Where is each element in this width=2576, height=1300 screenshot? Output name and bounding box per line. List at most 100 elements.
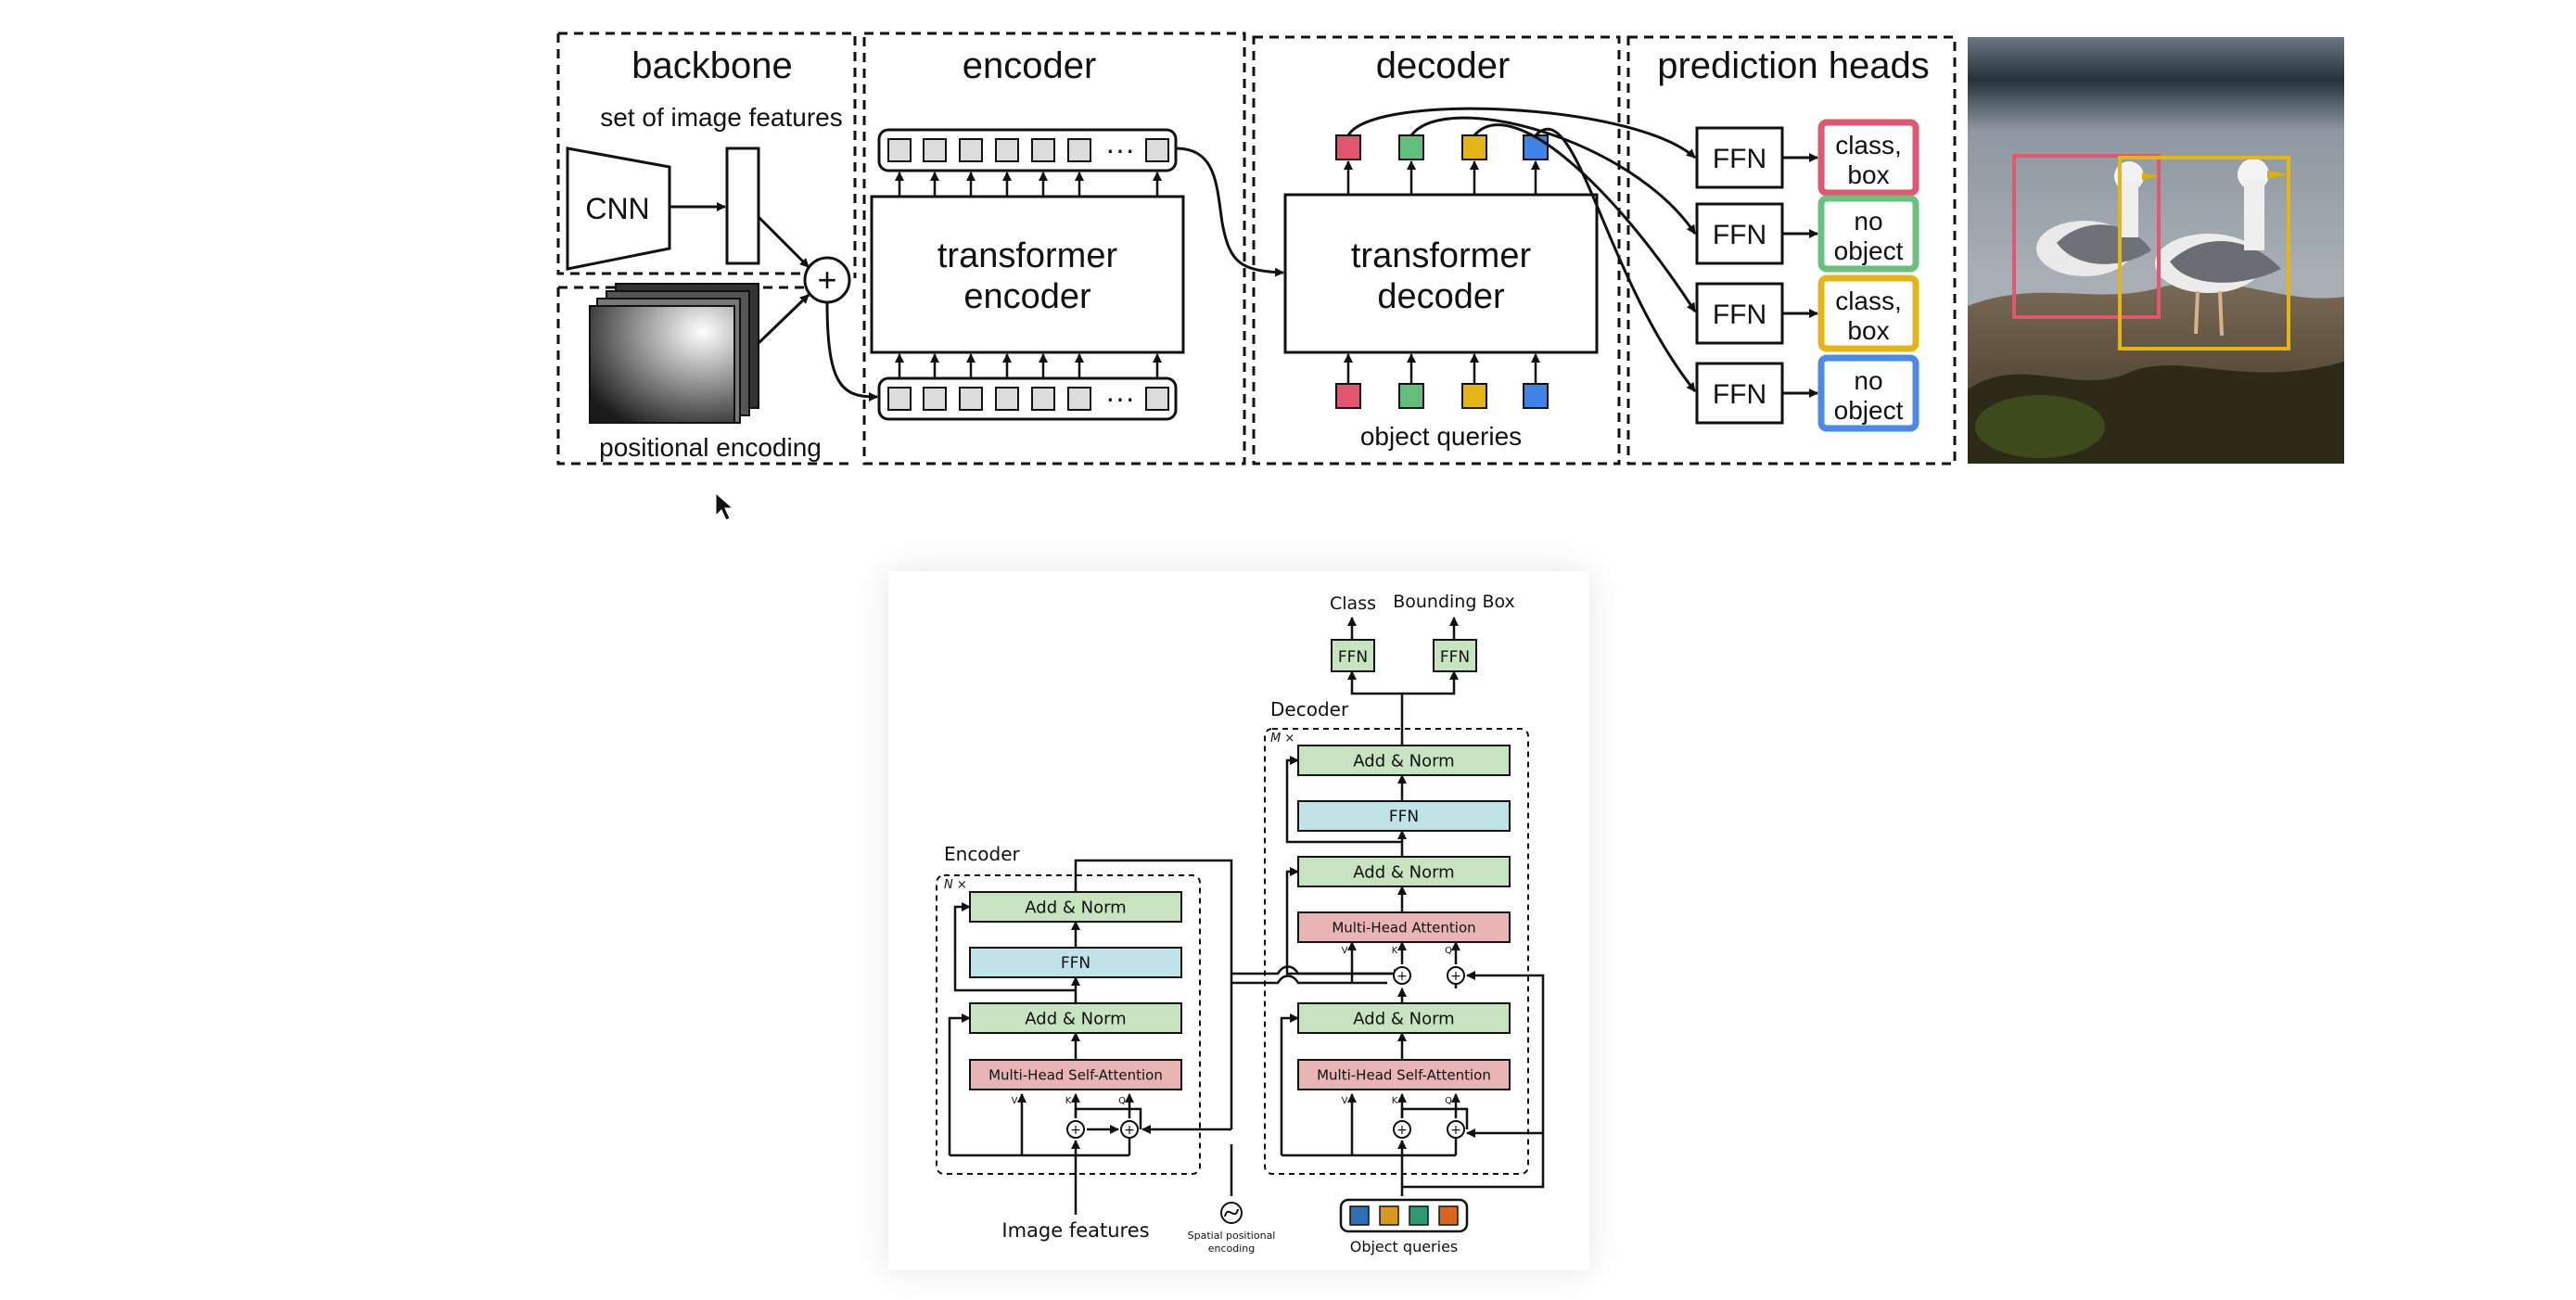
encoder-output-token-5 [1067, 138, 1091, 162]
decoder-ffn-box [1297, 800, 1511, 832]
encoder-input-token-6 [1145, 387, 1169, 411]
encoder-output-token-1 [923, 138, 947, 162]
plus-node-4 [1393, 966, 1411, 985]
positional-encoding-label: positional encoding [599, 433, 822, 462]
decoder-output-embedding-0 [1335, 134, 1361, 160]
mouse-cursor-icon [715, 491, 734, 521]
encoder-output-tokens [887, 138, 1169, 162]
vkq-label-8: Q [1445, 946, 1452, 956]
encoder-input-tokens [887, 387, 1169, 411]
object-query-3 [1523, 383, 1549, 409]
encoder-add-norm-bottom-label: Add & Norm [1025, 1009, 1126, 1028]
encoder-frame [862, 32, 1246, 465]
bottom-object-query-1 [1379, 1205, 1399, 1226]
ffn-label-0: FFN [1713, 144, 1766, 174]
object-query-tokens [1335, 353, 1549, 409]
class-ffn-label: FFN [1338, 648, 1368, 667]
ffn-box-2 [1695, 282, 1784, 345]
set-of-image-features-label: set of image features [600, 103, 842, 132]
encoder-output-arrows [895, 172, 1162, 197]
object-queries-label: object queries [1360, 422, 1522, 451]
encoder-add-norm-top-box [969, 891, 1182, 923]
transformer-encoder-label-1: transformer [937, 236, 1118, 275]
encoder-output-token-3 [995, 138, 1019, 162]
encoder-output-token-0 [887, 138, 912, 162]
section-frames [556, 32, 1957, 465]
detection-box-yellow [2118, 156, 2290, 350]
object-query-squares [1349, 1205, 1459, 1226]
ffn-label-3: FFN [1713, 379, 1766, 410]
bottom-object-query-2 [1409, 1205, 1429, 1226]
decoder-to-ffn-curves [1346, 107, 1697, 392]
vkq-label-3: V [1342, 1096, 1348, 1106]
bbox-ffn-label: FFN [1440, 648, 1470, 667]
object-queries-frame [1339, 1198, 1469, 1233]
plus-node-label-4: + [1396, 969, 1408, 984]
bottom-object-query-3 [1438, 1205, 1459, 1226]
class-ffn-box [1331, 639, 1375, 672]
encoder-input-ellipsis: ··· [1105, 381, 1135, 414]
ffn-box-3 [1695, 362, 1784, 425]
encoder-input-token-5 [1067, 387, 1091, 411]
plus-node-label-0: + [1070, 1123, 1081, 1138]
backbone-frame-inner [556, 33, 816, 275]
encoder-input-tokens-frame [877, 376, 1178, 421]
decoder-self-attention-box [1297, 1059, 1511, 1090]
prediction-label-0-line2: box [1847, 160, 1889, 189]
vkq-label-4: K [1392, 1096, 1398, 1106]
ffn-label-2: FFN [1713, 300, 1766, 330]
vkq-label-6: V [1342, 946, 1348, 956]
prediction-label-3-line2: object [1834, 396, 1904, 425]
encoder-add-norm-top-label: Add & Norm [1025, 898, 1126, 917]
encoder-input-token-1 [923, 387, 947, 411]
backbone-title: backbone [631, 45, 792, 86]
class-output-label: Class [1330, 593, 1376, 614]
prediction-label-2-line2: box [1847, 316, 1889, 345]
m-times-label: M × [1270, 732, 1294, 746]
vkq-label-5: Q [1445, 1096, 1452, 1106]
vkq-label-0: V [1012, 1096, 1018, 1106]
decoder-output-embedding-3 [1523, 134, 1549, 160]
decoder-add-norm-bottom-box [1297, 1002, 1511, 1034]
encoder-input-token-3 [995, 387, 1019, 411]
plus-symbol: + [817, 261, 836, 299]
ffn-box-1 [1695, 202, 1784, 265]
decoder-add-norm-middle-box [1297, 856, 1511, 887]
plus-node-3 [1447, 1120, 1465, 1139]
transformer-encoder-label-2: encoder [963, 277, 1091, 316]
decoder-label: Decoder [1270, 698, 1349, 720]
plus-node-label-2: + [1396, 1123, 1408, 1138]
connector-lines [948, 617, 1545, 1215]
prediction-box-2 [1817, 274, 1919, 352]
decoder-frame [1252, 35, 1621, 465]
encoder-input-token-0 [887, 387, 912, 411]
ffn-label-1: FFN [1713, 220, 1766, 250]
positional-add-nodes: ++++++ [1066, 966, 1465, 1139]
spatial-positional-encoding-label-2: encoding [1208, 1243, 1256, 1255]
vkq-label-7: K [1392, 946, 1398, 956]
decoder-add-norm-bottom-label: Add & Norm [1353, 1009, 1454, 1028]
prediction-label-1-line1: no [1854, 207, 1882, 236]
plus-node-1 [1120, 1120, 1139, 1139]
encoder-output-ellipsis: ··· [1105, 133, 1135, 166]
image-feature-vector [725, 147, 760, 265]
transformer-encoder-box [870, 195, 1185, 354]
seagull-photo [1968, 37, 2344, 464]
prediction-box-3 [1817, 354, 1919, 432]
encoder-output-token-4 [1031, 138, 1055, 162]
backbone-frame [558, 32, 857, 278]
transformer-decoder-box [1283, 193, 1599, 354]
prediction-label-2-line1: class, [1835, 287, 1902, 315]
decoder-output-embeddings [1335, 134, 1549, 195]
encoder-input-token-2 [959, 387, 983, 411]
encoder-self-attention-label: Multi-Head Self-Attention [988, 1066, 1163, 1083]
encoder-output-token-6 [1145, 138, 1169, 162]
encoder-label: Encoder [944, 843, 1021, 865]
object-queries-bottom-label: Object queries [1350, 1238, 1459, 1255]
cnn-trapezoid [566, 147, 671, 271]
decoder-add-norm-top-box [1297, 745, 1511, 776]
bounding-box-output-label: Bounding Box [1393, 592, 1515, 612]
